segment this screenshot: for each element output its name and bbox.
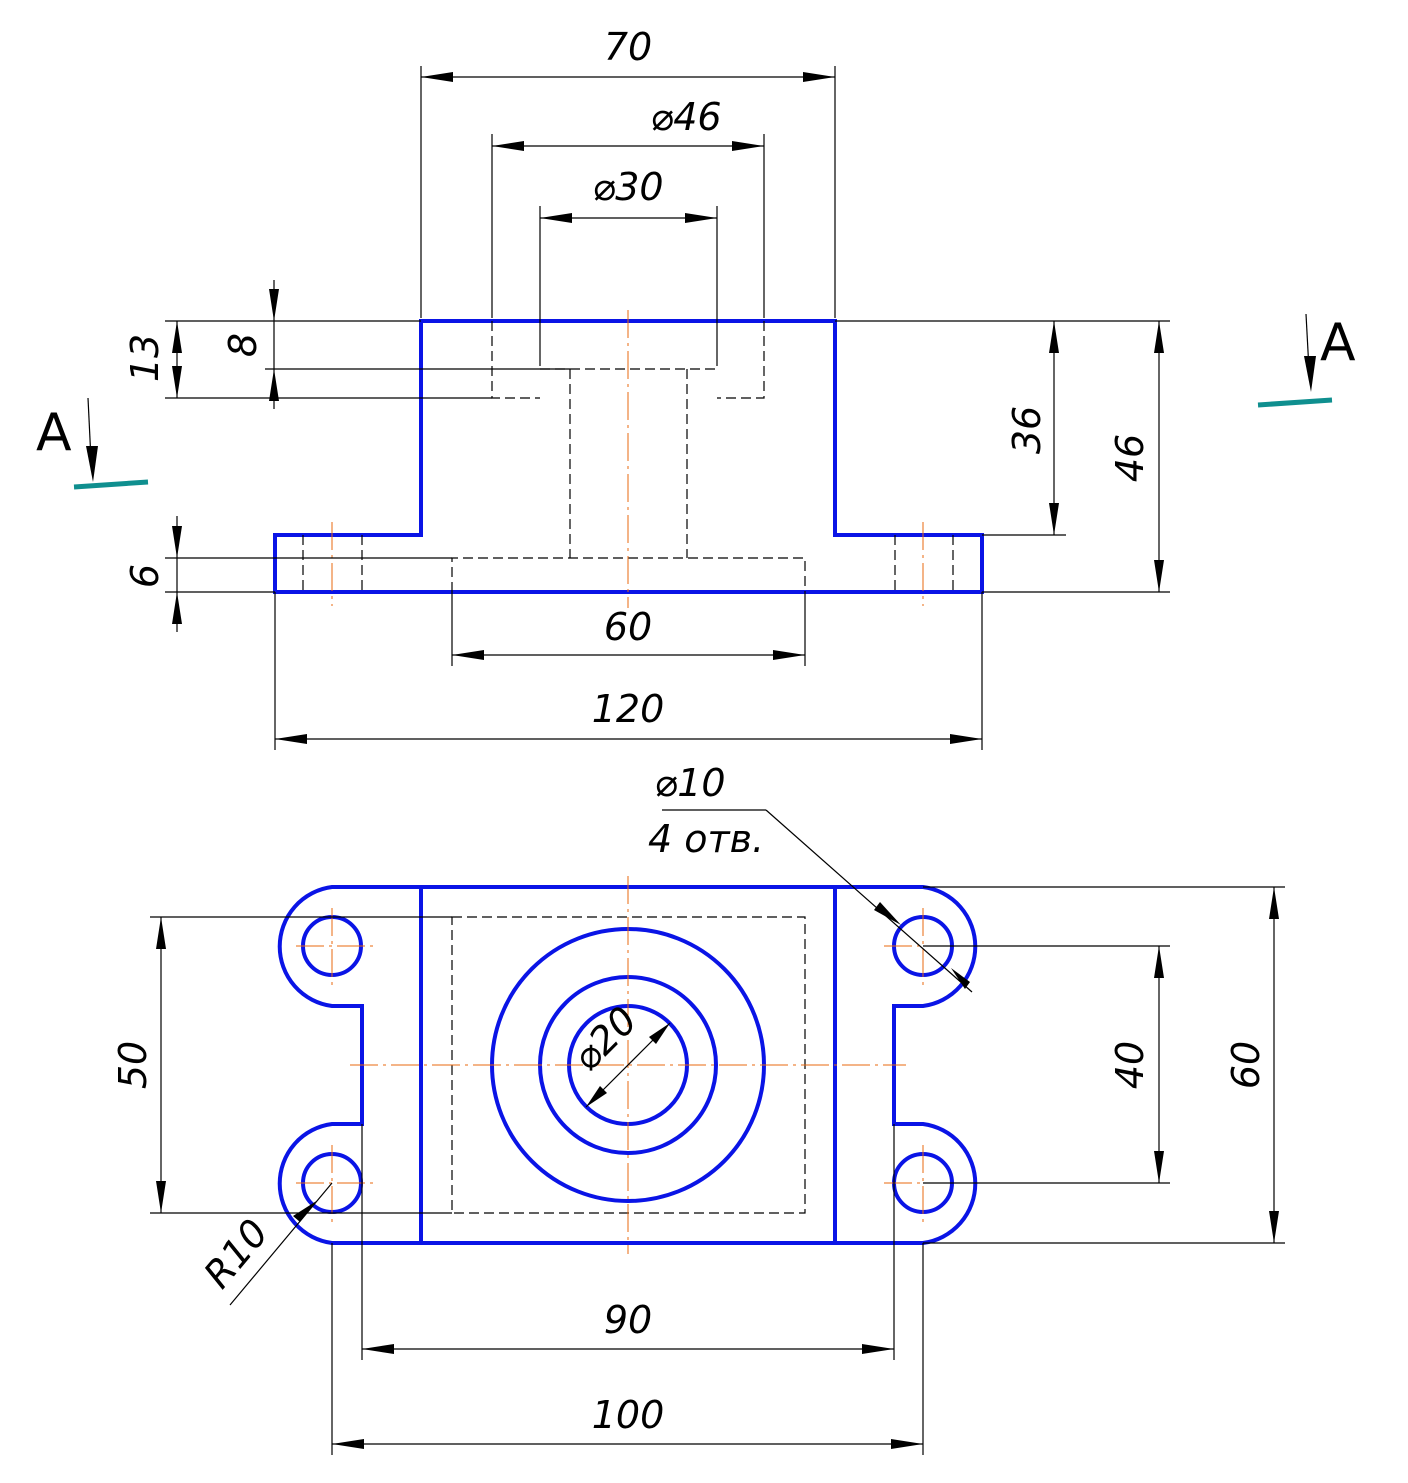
arrow bbox=[172, 321, 182, 353]
section-arrow-head bbox=[1304, 356, 1316, 392]
section-arrow-head bbox=[86, 446, 98, 482]
section-label-right: A bbox=[1320, 313, 1356, 373]
arrow bbox=[156, 917, 166, 949]
arrow bbox=[275, 734, 307, 744]
arrow bbox=[803, 72, 835, 82]
dim-text-8: 8 bbox=[221, 333, 265, 357]
dim-text-50: 50 bbox=[111, 1041, 155, 1089]
top-view: 50 40 60 ⌀20 ⌀10 4 отв. R10 bbox=[111, 761, 1285, 1455]
arrow bbox=[862, 1344, 894, 1354]
arrow bbox=[421, 72, 453, 82]
arrow bbox=[685, 213, 717, 223]
arrow bbox=[1269, 887, 1279, 919]
hidden-inner-bore bbox=[569, 369, 688, 558]
arrow bbox=[874, 902, 901, 925]
arrow bbox=[1154, 560, 1164, 592]
arrow bbox=[332, 1439, 364, 1449]
dim-text-r10: R10 bbox=[195, 1211, 277, 1297]
front-view: 70 ⌀46 ⌀30 13 8 6 bbox=[123, 25, 1170, 750]
arrow bbox=[1154, 1151, 1164, 1183]
arrow bbox=[950, 734, 982, 744]
arrow bbox=[156, 1181, 166, 1213]
section-cut-line bbox=[1257, 397, 1333, 408]
arrow bbox=[492, 141, 524, 151]
section-mark-left: A bbox=[36, 397, 149, 490]
arrow bbox=[951, 968, 970, 989]
section-mark-right: A bbox=[1257, 313, 1356, 408]
dim-text-100: 100 bbox=[592, 1393, 665, 1437]
arrow bbox=[732, 141, 764, 151]
dim-text-dia46: ⌀46 bbox=[650, 95, 721, 139]
arrow bbox=[362, 1344, 394, 1354]
dim-text-dia20: ⌀20 bbox=[564, 998, 645, 1079]
arrow bbox=[172, 526, 182, 558]
arrow bbox=[269, 369, 279, 401]
dim-text-6: 6 bbox=[123, 564, 167, 588]
dim-text-40: 40 bbox=[1108, 1041, 1152, 1089]
arrow bbox=[540, 213, 572, 223]
dim-text-60: 60 bbox=[604, 605, 652, 649]
arrow bbox=[452, 650, 484, 660]
arrow bbox=[773, 650, 805, 660]
arrow bbox=[1049, 321, 1059, 353]
dim-text-120: 120 bbox=[592, 687, 665, 731]
arrow bbox=[172, 592, 182, 624]
dim-text-60v: 60 bbox=[1224, 1041, 1268, 1089]
arrow bbox=[293, 1200, 318, 1222]
section-label-left: A bbox=[36, 403, 72, 463]
arrow bbox=[269, 289, 279, 321]
dim-text-dia10: ⌀10 bbox=[654, 761, 725, 805]
dim-text-46: 46 bbox=[1108, 434, 1152, 482]
arrow bbox=[1154, 321, 1164, 353]
leader-line-hole bbox=[765, 809, 973, 993]
hidden-left-hole bbox=[302, 535, 363, 592]
dim-text-4-holes: 4 отв. bbox=[648, 817, 764, 861]
arrow bbox=[649, 1023, 670, 1044]
arrow bbox=[891, 1439, 923, 1449]
arrow bbox=[1269, 1211, 1279, 1243]
dim-text-70: 70 bbox=[604, 25, 652, 69]
dim-text-36: 36 bbox=[1005, 406, 1049, 454]
dim-text-13: 13 bbox=[123, 334, 167, 382]
dim-text-90: 90 bbox=[604, 1298, 652, 1342]
arrow bbox=[586, 1086, 607, 1107]
arrow bbox=[172, 366, 182, 398]
section-cut-line bbox=[73, 479, 149, 490]
arrow bbox=[1049, 503, 1059, 535]
hidden-right-hole bbox=[894, 535, 954, 592]
arrow bbox=[1154, 946, 1164, 978]
dim-text-dia30: ⌀30 bbox=[592, 165, 663, 209]
